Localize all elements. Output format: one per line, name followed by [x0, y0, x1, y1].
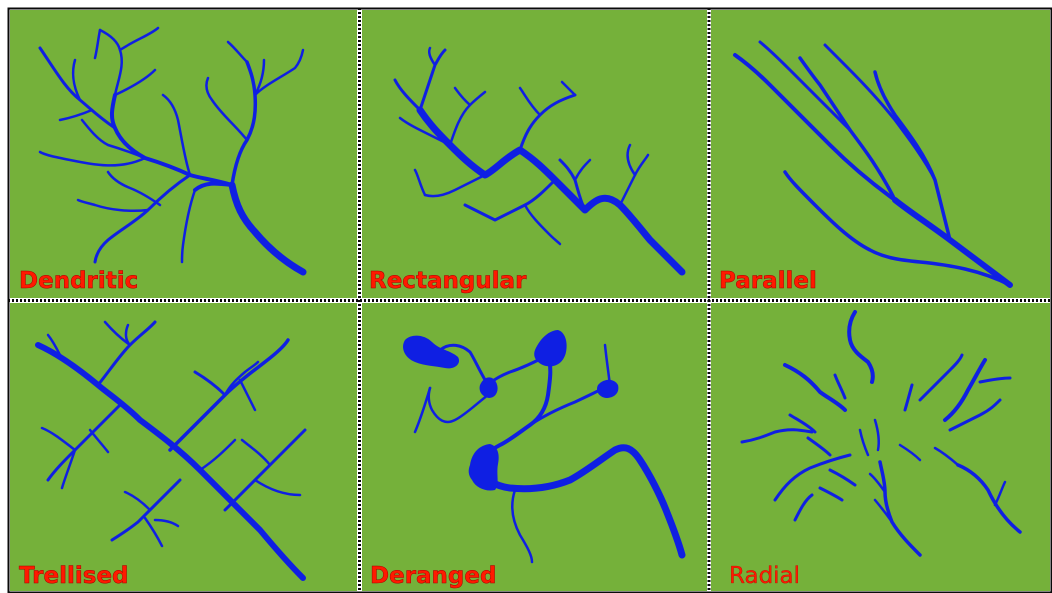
- deranged-label: Deranged: [370, 563, 496, 589]
- trellised-label: Trellised: [19, 563, 129, 589]
- parallel-label: Parallel: [719, 268, 817, 294]
- rectangular-label: Rectangular: [369, 268, 527, 294]
- panel-rectangular-bg: [362, 10, 707, 298]
- panel-radial-bg: [711, 303, 1050, 591]
- panel-trellised-bg: [10, 303, 357, 591]
- dendritic-label: Dendritic: [19, 268, 138, 294]
- radial-label: Radial: [729, 563, 800, 589]
